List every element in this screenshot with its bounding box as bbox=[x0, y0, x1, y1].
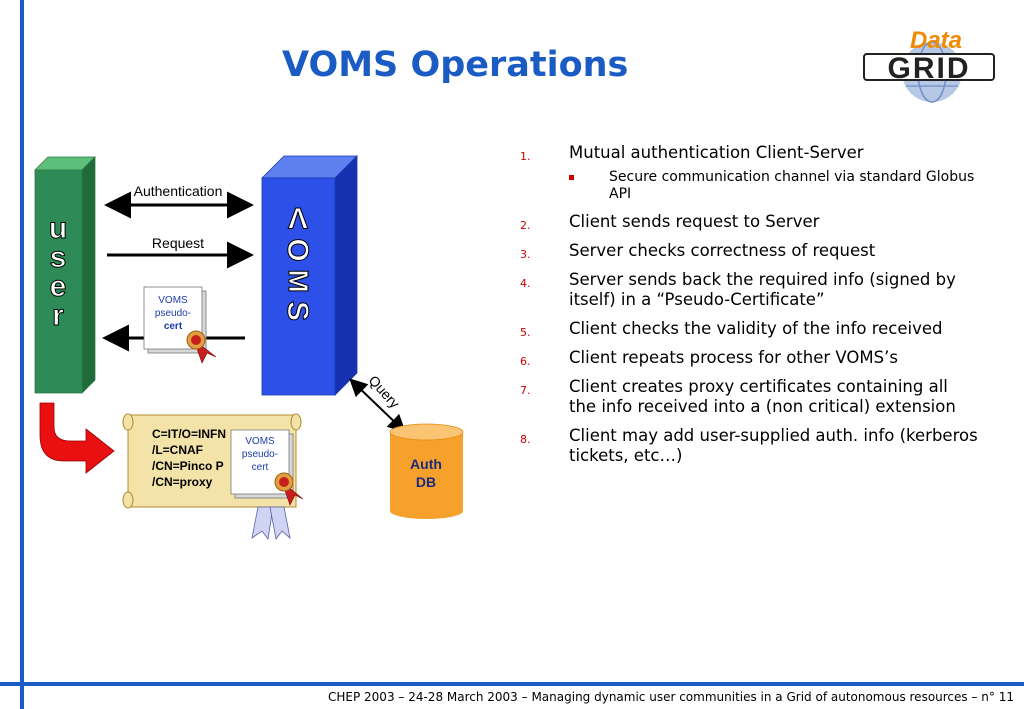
request-label: Request bbox=[152, 235, 204, 251]
step-text: Client may add user-supplied auth. info … bbox=[569, 426, 978, 465]
step-number: 5. bbox=[520, 326, 531, 339]
square-bullet-icon bbox=[569, 175, 574, 180]
voms-box: V O M S bbox=[261, 155, 358, 396]
seal-icon bbox=[186, 330, 217, 364]
voms-letter-v: V bbox=[288, 201, 308, 234]
step-text: Client sends request to Server bbox=[569, 212, 820, 231]
pseudo-cert-line-1: VOMS bbox=[158, 295, 188, 306]
proxy-line-3: /CN=Pinco P bbox=[152, 459, 224, 473]
step-text: Mutual authentication Client-Server bbox=[569, 143, 864, 162]
step-item: 8. Client may add user-supplied auth. inf… bbox=[520, 426, 980, 466]
step-text: Client repeats process for other VOMS’s bbox=[569, 348, 898, 367]
step-number: 3. bbox=[520, 248, 531, 261]
authentication-label: Authentication bbox=[134, 183, 223, 199]
step-text: Client checks the validity of the info r… bbox=[569, 319, 943, 338]
proxy-cert-line-2: pseudo- bbox=[242, 449, 278, 460]
step-number: 7. bbox=[520, 384, 531, 397]
sub-bullet-list: Secure communication channel via standar… bbox=[569, 169, 980, 203]
user-letter-r: r bbox=[52, 299, 64, 332]
seal-icon bbox=[274, 472, 304, 506]
step-number: 6. bbox=[520, 355, 531, 368]
pseudo-cert-line-3: cert bbox=[164, 321, 183, 332]
step-item: 4. Server sends back the required info (s… bbox=[520, 270, 980, 310]
step-number: 1. bbox=[520, 150, 531, 163]
voms-letter-m: M bbox=[283, 269, 314, 292]
auth-db-line-2: DB bbox=[416, 474, 436, 490]
proxy-line-1: C=IT/O=INFN bbox=[152, 427, 226, 441]
auth-db-line-1: Auth bbox=[410, 456, 442, 472]
step-number: 4. bbox=[520, 277, 531, 290]
step-text: Server sends back the required info (sig… bbox=[569, 270, 956, 309]
user-letter-s: s bbox=[50, 241, 67, 274]
step-item: 2. Client sends request to Server bbox=[520, 212, 980, 232]
voms-diagram: u s e r V O M S Authentication Request V… bbox=[34, 155, 464, 540]
proxy-cert-line-1: VOMS bbox=[245, 436, 275, 447]
sub-bullet-text: Secure communication channel via standar… bbox=[609, 169, 975, 202]
query-arrow bbox=[349, 378, 406, 433]
step-number: 2. bbox=[520, 219, 531, 232]
proxy-pseudo-cert-document: VOMS pseudo- cert bbox=[230, 429, 304, 506]
step-item: 3. Server checks correctness of request bbox=[520, 241, 980, 261]
user-letter-u: u bbox=[49, 212, 67, 245]
bottom-accent-rule bbox=[0, 682, 1024, 686]
datagrid-logo: Data GRID bbox=[863, 27, 995, 103]
proxy-line-4: /CN=proxy bbox=[152, 475, 213, 489]
voms-letter-s: S bbox=[281, 301, 314, 321]
logo-grid-text: GRID bbox=[888, 52, 971, 85]
auth-db-cylinder: Auth DB bbox=[389, 423, 464, 519]
left-accent-rule bbox=[20, 0, 24, 709]
proxy-line-2: /L=CNAF bbox=[152, 443, 203, 457]
footer-text: CHEP 2003 – 24-28 March 2003 – Managing … bbox=[328, 690, 1014, 704]
step-text: Client creates proxy certificates contai… bbox=[569, 377, 956, 416]
logo-data-text: Data bbox=[910, 27, 962, 54]
pseudo-cert-document: VOMS pseudo- cert bbox=[143, 286, 217, 364]
step-item: 6. Client repeats process for other VOMS’… bbox=[520, 348, 980, 368]
step-item: 7. Client creates proxy certificates cont… bbox=[520, 377, 980, 417]
step-item: 5. Client checks the validity of the info… bbox=[520, 319, 980, 339]
user-letter-e: e bbox=[50, 270, 67, 303]
slide-title: VOMS Operations bbox=[282, 45, 629, 85]
ribbon-icon bbox=[251, 506, 291, 540]
pseudo-cert-line-2: pseudo- bbox=[155, 308, 191, 319]
query-label: Query bbox=[366, 372, 403, 411]
sub-bullet-item: Secure communication channel via standar… bbox=[569, 169, 980, 203]
proxy-cert-line-3: cert bbox=[252, 462, 269, 473]
user-box: u s e r bbox=[34, 156, 96, 394]
voms-letter-o: O bbox=[281, 238, 314, 261]
step-number: 8. bbox=[520, 433, 531, 446]
red-curved-arrow bbox=[39, 402, 115, 474]
step-text: Server checks correctness of request bbox=[569, 241, 876, 260]
